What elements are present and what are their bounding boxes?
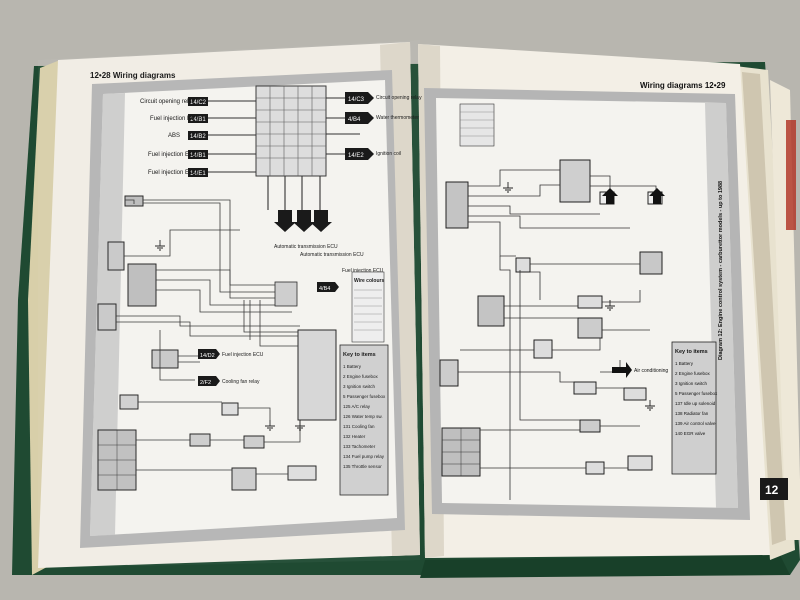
svg-text:Wire colours: Wire colours [354,278,384,284]
svg-text:2 Engine fusebox: 2 Engine fusebox [675,371,711,376]
svg-text:1 Battery: 1 Battery [343,364,362,369]
svg-text:14/D2: 14/D2 [200,353,215,359]
svg-text:126 Water temp sw.: 126 Water temp sw. [343,414,383,419]
svg-text:Air conditioning: Air conditioning [634,368,668,374]
page-edges [28,60,800,575]
right-diagram: Wiring diagrams 12•29 [424,81,750,520]
svg-text:138 Radiator fan: 138 Radiator fan [675,411,709,416]
svg-text:5 Passenger fusebox: 5 Passenger fusebox [343,394,386,399]
svg-text:Fuel injection ECU: Fuel injection ECU [150,116,200,122]
svg-text:Circuit opening relay: Circuit opening relay [140,99,195,105]
svg-text:1 Battery: 1 Battery [675,361,694,366]
svg-text:140 EGR valve: 140 EGR valve [675,431,706,436]
svg-text:Fuel injection ECU: Fuel injection ECU [148,152,198,158]
right-key: Key to items 1 Battery 2 Engine fusebox … [671,341,718,475]
svg-text:137 Idle up solenoid: 137 Idle up solenoid [675,401,716,406]
right-wires [458,169,657,500]
page-tab: 12 [760,478,788,500]
svg-text:Automatic transmission ECU: Automatic transmission ECU [274,244,338,250]
diagram-caption: Diagram 12: Engine control system - carb… [718,181,724,360]
svg-text:131 Cooling fan: 131 Cooling fan [343,424,375,429]
svg-text:2 Engine fusebox: 2 Engine fusebox [343,374,379,379]
wire-colour-table: Wire colours [351,271,384,343]
left-header: 12•28 Wiring diagrams [90,71,176,80]
svg-text:Automatic transmission ECU: Automatic transmission ECU [300,252,364,258]
svg-text:5 Passenger fusebox: 5 Passenger fusebox [675,391,718,396]
svg-text:Circuit opening relay: Circuit opening relay [376,95,422,101]
left-diagram: 12•28 Wiring diagrams 14/C2 14/B1 14/B2 … [80,70,422,548]
svg-text:3 Ignition switch: 3 Ignition switch [343,384,376,389]
svg-text:14/E1: 14/E1 [190,171,206,177]
svg-text:125 A/C relay: 125 A/C relay [343,404,371,409]
svg-text:14/B1: 14/B1 [190,117,206,123]
svg-text:14/B2: 14/B2 [190,134,206,140]
svg-text:133 Tachometer: 133 Tachometer [343,444,376,449]
svg-text:Ignition coil: Ignition coil [376,151,401,157]
ecu-arrows [274,210,332,232]
svg-text:14/B1: 14/B1 [190,153,206,159]
svg-text:2/F2: 2/F2 [200,380,211,386]
left-key: Key to items 1 Battery 2 Engine fusebox … [339,344,389,496]
svg-text:ABS: ABS [168,133,180,139]
svg-text:Cooling fan relay: Cooling fan relay [222,379,260,385]
svg-text:Water thermometer: Water thermometer [376,115,419,121]
svg-text:134 Fuel pump relay: 134 Fuel pump relay [343,454,385,459]
svg-text:Fuel injection ECU: Fuel injection ECU [342,268,384,274]
red-bookmark [786,120,796,230]
svg-text:4/B4: 4/B4 [348,117,361,123]
right-header: Wiring diagrams 12•29 [640,81,726,90]
svg-text:14/C2: 14/C2 [190,100,207,106]
svg-text:3 Ignition switch: 3 Ignition switch [675,381,708,386]
left-wires [116,199,301,475]
svg-text:132 Heater: 132 Heater [343,434,366,439]
right-components [439,159,663,477]
svg-text:14/E2: 14/E2 [348,153,364,159]
connector-callouts: 14/C2 14/B1 14/B2 14/B1 14/E1 [188,97,208,177]
svg-text:Fuel injection ECU: Fuel injection ECU [148,170,198,176]
small-callouts: 14/D2 2/F2 4/B4 Fuel injection ECU Cooli… [198,268,384,386]
svg-text:135 Throttle sensor: 135 Throttle sensor [343,464,382,469]
svg-text:Key to items: Key to items [675,349,708,355]
svg-text:4/B4: 4/B4 [319,286,330,292]
connector-labels: Circuit opening relay Fuel injection ECU… [140,99,200,176]
svg-text:Fuel injection ECU: Fuel injection ECU [222,352,264,358]
svg-text:12: 12 [765,483,779,497]
right-callouts: 14/C3 4/B4 14/E2 Circuit opening relay W… [345,92,422,160]
svg-text:139 Air control valve: 139 Air control valve [675,421,716,426]
svg-text:14/C3: 14/C3 [348,97,365,103]
svg-text:Key to items: Key to items [343,352,376,358]
